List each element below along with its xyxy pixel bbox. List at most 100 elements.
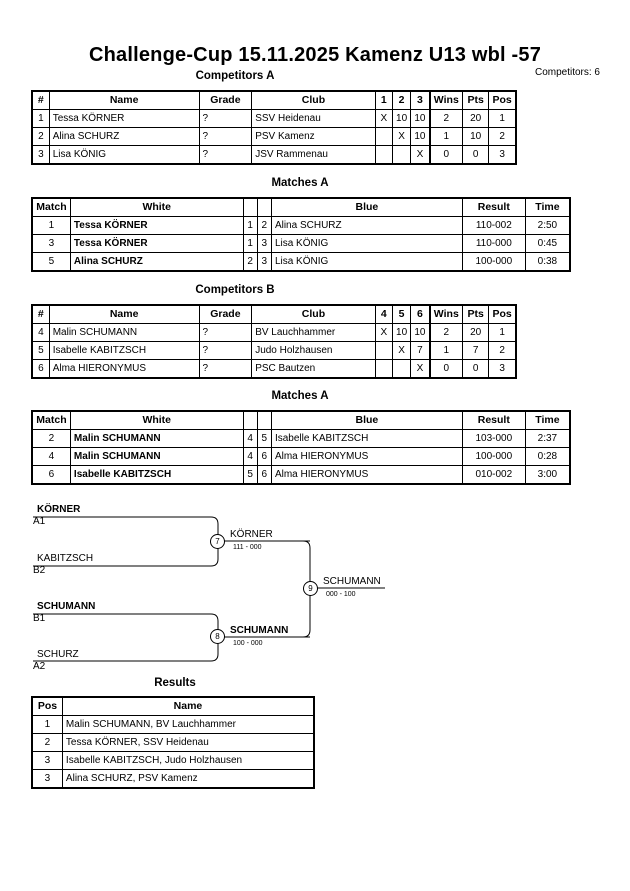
- bracket-semi2-top-name: SCHUMANN: [37, 601, 96, 612]
- competitors-b-title: Competitors B: [195, 284, 275, 296]
- competitors-b-table: # Name Grade Club 4 5 6 Wins Pts Pos 4 M…: [31, 304, 517, 379]
- cell: 6: [31, 465, 71, 485]
- cell: 1: [31, 109, 50, 128]
- cell: Alma HIERONYMUS: [48, 359, 200, 379]
- bracket-semi1-top-name: KÖRNER: [37, 504, 81, 515]
- cell: 7: [410, 341, 431, 360]
- cell: Isabelle KABITZSCH, Judo Holzhausen: [61, 751, 315, 770]
- cell: 3: [488, 359, 517, 379]
- table-header-row: Pos Name: [31, 696, 315, 716]
- table-row: 2 Malin SCHUMANN 4 5 Isabelle KABITZSCH …: [31, 429, 571, 448]
- cell: Tessa KÖRNER, SSV Heidenau: [61, 733, 315, 752]
- table-row: 1 Tessa KÖRNER 1 2 Alina SCHURZ 110-002 …: [31, 216, 571, 235]
- col-header: Wins: [428, 304, 463, 324]
- col-header: Club: [251, 304, 376, 324]
- bracket-semi2-winner: SCHUMANN: [230, 625, 289, 636]
- cell: X: [391, 341, 412, 360]
- cell: 3: [256, 252, 272, 272]
- cell: 5: [242, 465, 258, 485]
- cell: 3: [31, 769, 63, 789]
- cell: 0:38: [524, 252, 571, 272]
- table-row: 5 Alina SCHURZ 2 3 Lisa KÖNIG 100-000 0:…: [31, 252, 571, 272]
- cell: 7: [461, 341, 490, 360]
- cell: Alina SCHURZ, PSV Kamenz: [61, 769, 315, 789]
- col-header: Grade: [198, 304, 253, 324]
- col-header: #: [31, 90, 50, 110]
- bracket-final-winner: SCHUMANN: [323, 576, 381, 587]
- cell: Malin SCHUMANN, BV Lauchhammer: [61, 715, 315, 734]
- table-row: 2 Tessa KÖRNER, SSV Heidenau: [31, 733, 315, 752]
- competitors-a-title: Competitors A: [195, 70, 275, 82]
- table-row: 6 Alma HIERONYMUS ? PSC Bautzen X 0 0 3: [31, 359, 517, 379]
- cell: 100-000: [461, 252, 526, 272]
- bracket-semi1-score: 111 - 000: [233, 544, 262, 551]
- cell: 3: [31, 145, 50, 165]
- cell: PSC Bautzen: [251, 359, 376, 379]
- cell: 3: [31, 751, 63, 770]
- bracket-semi1-bottom-name: KABITZSCH: [37, 553, 94, 564]
- bracket-match-9-marker: 9: [303, 581, 318, 596]
- results-title: Results: [154, 677, 196, 689]
- table-row: 5 Isabelle KABITZSCH ? Judo Holzhausen X…: [31, 341, 517, 360]
- col-header: Pos: [488, 90, 517, 110]
- cell: 0: [461, 359, 490, 379]
- cell: 6: [256, 465, 272, 485]
- table-row: 3 Isabelle KABITZSCH, Judo Holzhausen: [31, 751, 315, 770]
- cell: 0: [428, 359, 463, 379]
- cell: 0: [461, 145, 490, 165]
- table-header-row: Match White Blue Result Time: [31, 410, 571, 430]
- cell: 2: [488, 127, 517, 146]
- cell: [391, 145, 412, 165]
- cell: X: [391, 127, 412, 146]
- col-header: Pos: [31, 696, 63, 716]
- table-row: 2 Alina SCHURZ ? PSV Kamenz X 10 1 10 2: [31, 127, 517, 146]
- col-header: Name: [61, 696, 315, 716]
- bracket-semi2-bottom-seed: A2: [33, 661, 46, 672]
- cell: PSV Kamenz: [251, 127, 376, 146]
- cell: 2: [488, 341, 517, 360]
- cell: Alma HIERONYMUS: [270, 465, 463, 485]
- cell: 110-000: [461, 234, 526, 253]
- table-header-row: # Name Grade Club 4 5 6 Wins Pts Pos: [31, 304, 517, 324]
- cell: 2: [31, 733, 63, 752]
- cell: Lisa KÖNIG: [270, 252, 463, 272]
- table-row: 6 Isabelle KABITZSCH 5 6 Alma HIERONYMUS…: [31, 465, 571, 485]
- cell: 0:28: [524, 447, 571, 466]
- cell: Alma HIERONYMUS: [270, 447, 463, 466]
- cell: Lisa KÖNIG: [270, 234, 463, 253]
- cell: 100-000: [461, 447, 526, 466]
- cell: Alina SCHURZ: [48, 127, 200, 146]
- bracket-match-7-marker: 7: [210, 534, 225, 549]
- matches-b-title: Matches A: [271, 390, 329, 402]
- bracket-match-8-marker: 8: [210, 629, 225, 644]
- cell: 5: [31, 252, 71, 272]
- table-row: 1 Malin SCHUMANN, BV Lauchhammer: [31, 715, 315, 734]
- table-row: 3 Lisa KÖNIG ? JSV Rammenau X 0 0 3: [31, 145, 517, 165]
- col-header: Pos: [488, 304, 517, 324]
- cell: [391, 359, 412, 379]
- col-header: Result: [461, 410, 526, 430]
- cell: 3: [488, 145, 517, 165]
- table-row: 3 Tessa KÖRNER 1 3 Lisa KÖNIG 110-000 0:…: [31, 234, 571, 253]
- cell: Malin SCHUMANN: [69, 447, 244, 466]
- competitors-a-table: # Name Grade Club 1 2 3 Wins Pts Pos 1 T…: [31, 90, 517, 165]
- cell: 10: [410, 127, 431, 146]
- col-header: Match: [31, 197, 71, 217]
- matches-a-title: Matches A: [271, 177, 329, 189]
- cell: ?: [198, 127, 253, 146]
- cell: 4: [31, 323, 50, 342]
- results-table: Pos Name 1 Malin SCHUMANN, BV Lauchhamme…: [31, 696, 315, 789]
- cell: Isabelle KABITZSCH: [48, 341, 200, 360]
- cell: 5: [31, 341, 50, 360]
- cell: Lisa KÖNIG: [48, 145, 200, 165]
- cell: 010-002: [461, 465, 526, 485]
- cell: 6: [31, 359, 50, 379]
- cell: 3:00: [524, 465, 571, 485]
- competitors-count: Competitors: 6: [534, 67, 600, 78]
- bracket-final-score: 000 - 100: [326, 591, 356, 598]
- cell: 10: [461, 127, 490, 146]
- cell: 4: [31, 447, 71, 466]
- cell: 0:45: [524, 234, 571, 253]
- table-row: 3 Alina SCHURZ, PSV Kamenz: [31, 769, 315, 789]
- col-header: #: [31, 304, 50, 324]
